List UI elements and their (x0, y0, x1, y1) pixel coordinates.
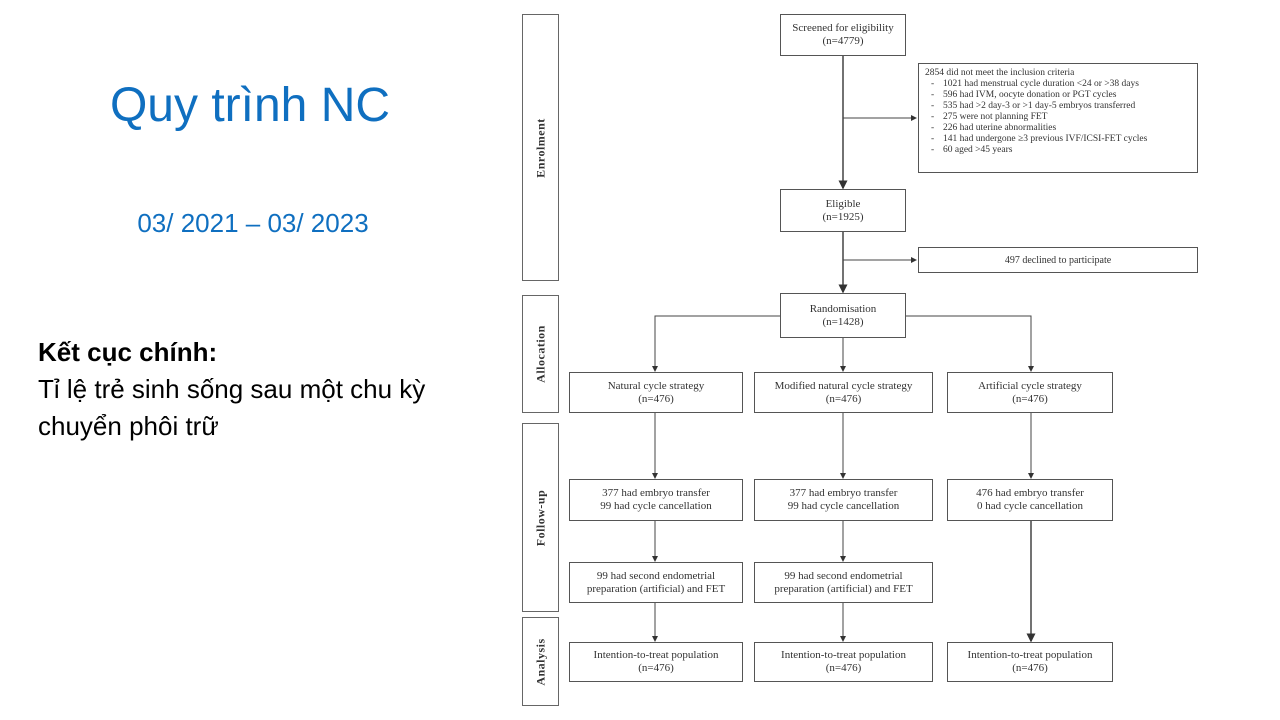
randomisation-box: Randomisation (n=1428) (780, 293, 906, 338)
box-count: (n=476) (638, 662, 674, 674)
box-line: 99 had cycle cancellation (600, 500, 712, 512)
phase-follow-up: Follow-up (522, 423, 559, 612)
arm-modified-natural-followup-2: 99 had second endometrial preparation (a… (754, 562, 933, 603)
arm-artificial-analysis: Intention-to-treat population (n=476) (947, 642, 1113, 682)
arm-artificial-followup-1: 476 had embryo transfer 0 had cycle canc… (947, 479, 1113, 521)
box-label: Intention-to-treat population (967, 649, 1093, 661)
exclusion-item: 596 had IVM, oocyte donation or PGT cycl… (925, 90, 1191, 101)
phase-enrolment: Enrolment (522, 14, 559, 281)
exclusion-item: 535 had >2 day-3 or >1 day-5 embryos tra… (925, 101, 1191, 112)
box-line: preparation (artificial) and FET (586, 582, 726, 595)
outcome-heading: Kết cục chính: (38, 337, 218, 367)
exclusion-item: 141 had undergone ≥3 previous IVF/ICSI-F… (925, 134, 1191, 145)
box-line: 99 had cycle cancellation (787, 500, 900, 512)
exclusion-item: 226 had uterine abnormalities (925, 123, 1191, 134)
box-count: (n=1428) (822, 315, 864, 328)
phase-label: Analysis (533, 637, 547, 686)
slide-title: Quy trình NC (109, 79, 391, 132)
box-line: 99 had second endometrial (596, 569, 716, 582)
exclusion-box: 2854 did not meet the inclusion criteria… (918, 63, 1198, 173)
arm-modified-natural-followup-1: 377 had embryo transfer 99 had cycle can… (754, 479, 933, 521)
box-line: 377 had embryo transfer (789, 487, 898, 499)
screened-box: Screened for eligibility (n=4779) (780, 14, 906, 56)
box-count: (n=476) (1012, 662, 1048, 674)
box-line: 99 had second endometrial (784, 569, 903, 582)
box-label: Artificial cycle strategy (978, 379, 1082, 392)
box-count: (n=1925) (822, 210, 864, 223)
box-label: Modified natural cycle strategy (774, 379, 913, 392)
eligible-box: Eligible (n=1925) (780, 189, 906, 232)
arm-natural-analysis: Intention-to-treat population (n=476) (569, 642, 743, 682)
box-label: Intention-to-treat population (781, 649, 906, 661)
phase-label: Enrolment (533, 117, 547, 178)
box-label: Eligible (825, 197, 861, 210)
arrow-to-arm-3 (906, 315, 1034, 372)
box-label: Screened for eligibility (792, 22, 894, 34)
phase-analysis: Analysis (522, 617, 559, 706)
box-count: (n=476) (638, 392, 674, 405)
phase-label: Allocation (533, 325, 547, 383)
exclusion-item: 60 aged >45 years (925, 145, 1191, 156)
arm-modified-natural-box: Modified natural cycle strategy (n=476) (754, 372, 933, 413)
arm-modified-natural-analysis: Intention-to-treat population (n=476) (754, 642, 933, 682)
box-label: Natural cycle strategy (607, 379, 705, 392)
box-label: Intention-to-treat population (593, 649, 719, 661)
box-count: (n=4779) (822, 35, 864, 47)
box-line: preparation (artificial) and FET (774, 582, 913, 595)
box-line: 0 had cycle cancellation (977, 500, 1083, 512)
box-label: Randomisation (809, 302, 877, 315)
arm-natural-followup-1: 377 had embryo transfer 99 had cycle can… (569, 479, 743, 521)
phase-label: Follow-up (533, 489, 547, 546)
primary-outcome: Kết cục chính: Tỉ lệ trẻ sinh sống sau m… (38, 334, 458, 445)
study-date-range: 03/ 2021 – 03/ 2023 (137, 208, 369, 238)
exclusion-list: 1021 had menstrual cycle duration <24 or… (925, 79, 1191, 156)
box-count: (n=476) (825, 662, 862, 674)
arm-natural-followup-2: 99 had second endometrial preparation (a… (569, 562, 743, 603)
exclusion-item: 275 were not planning FET (925, 112, 1191, 123)
box-line: 377 had embryo transfer (602, 487, 710, 499)
box-count: (n=476) (1012, 392, 1048, 405)
arm-natural-box: Natural cycle strategy (n=476) (569, 372, 743, 413)
box-line: 476 had embryo transfer (976, 487, 1084, 499)
box-label: 497 declined to participate (1004, 254, 1112, 266)
exclusion-heading: 2854 did not meet the inclusion criteria (925, 68, 1075, 78)
exclusion-item: 1021 had menstrual cycle duration <24 or… (925, 79, 1191, 90)
box-count: (n=476) (825, 392, 862, 405)
arm-artificial-box: Artificial cycle strategy (n=476) (947, 372, 1113, 413)
declined-box: 497 declined to participate (918, 247, 1198, 273)
phase-allocation: Allocation (522, 295, 559, 413)
arrow-to-arm-1 (652, 315, 780, 372)
outcome-text: Tỉ lệ trẻ sinh sống sau một chu kỳ chuyể… (38, 374, 426, 441)
